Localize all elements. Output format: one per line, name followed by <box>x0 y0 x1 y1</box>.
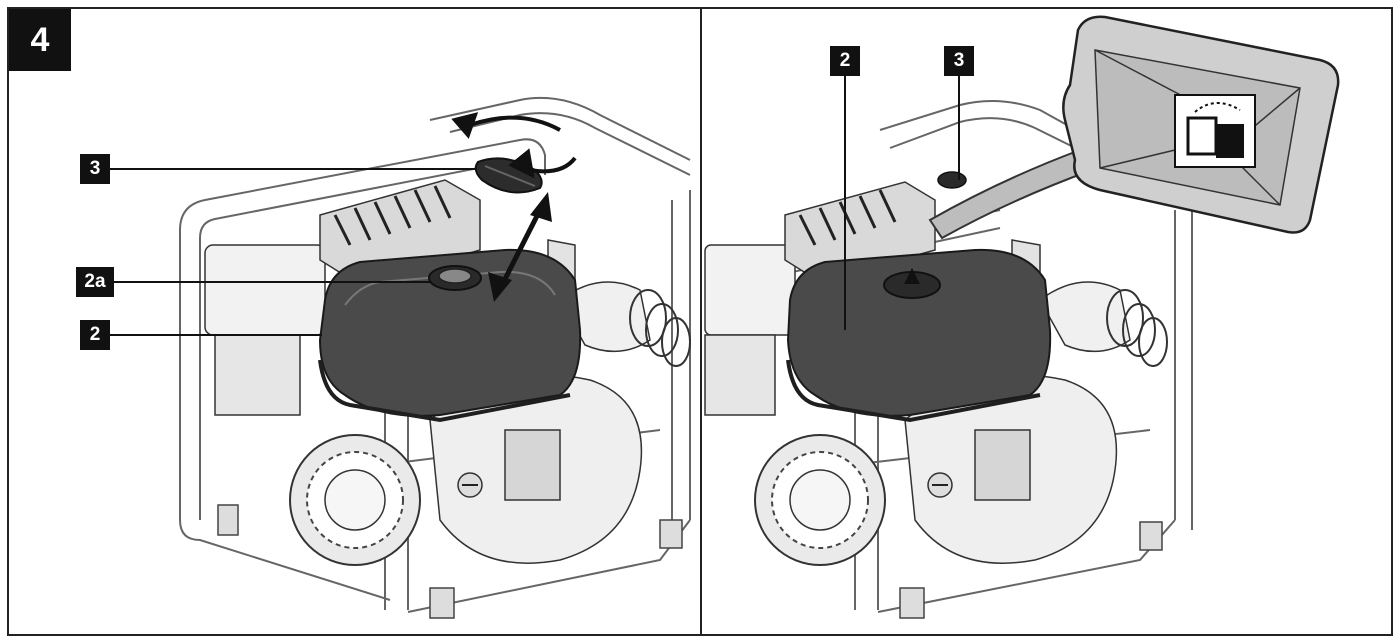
left-lift-arrow <box>488 192 552 302</box>
right-pump-housing <box>904 239 1168 564</box>
left-fuel-tank <box>318 248 582 423</box>
right-fuel-tank <box>786 248 1052 423</box>
left-callout-filler-neck: 2a <box>76 267 114 297</box>
left-rotation-arrows <box>451 112 577 179</box>
right-fuel-can <box>928 15 1340 240</box>
right-leader-lines <box>844 76 960 330</box>
left-recoil-starter <box>289 434 421 566</box>
left-callout-tank-cap: 3 <box>80 154 110 184</box>
right-tank-cap <box>937 171 967 189</box>
right-recoil-starter <box>754 434 886 566</box>
left-leader-lines <box>110 168 475 336</box>
right-callout-fuel-tank: 2 <box>830 46 860 76</box>
left-filler-neck <box>428 265 482 291</box>
figure-number-badge: 4 <box>9 9 71 71</box>
fuel-pump-icon <box>1174 94 1256 168</box>
right-callout-tank-cap: 3 <box>944 46 974 76</box>
left-base <box>217 504 683 619</box>
right-base <box>899 521 1163 619</box>
right-panel-pump <box>704 15 1340 619</box>
left-callout-fuel-tank: 2 <box>80 320 110 350</box>
left-panel-pump <box>110 96 691 619</box>
